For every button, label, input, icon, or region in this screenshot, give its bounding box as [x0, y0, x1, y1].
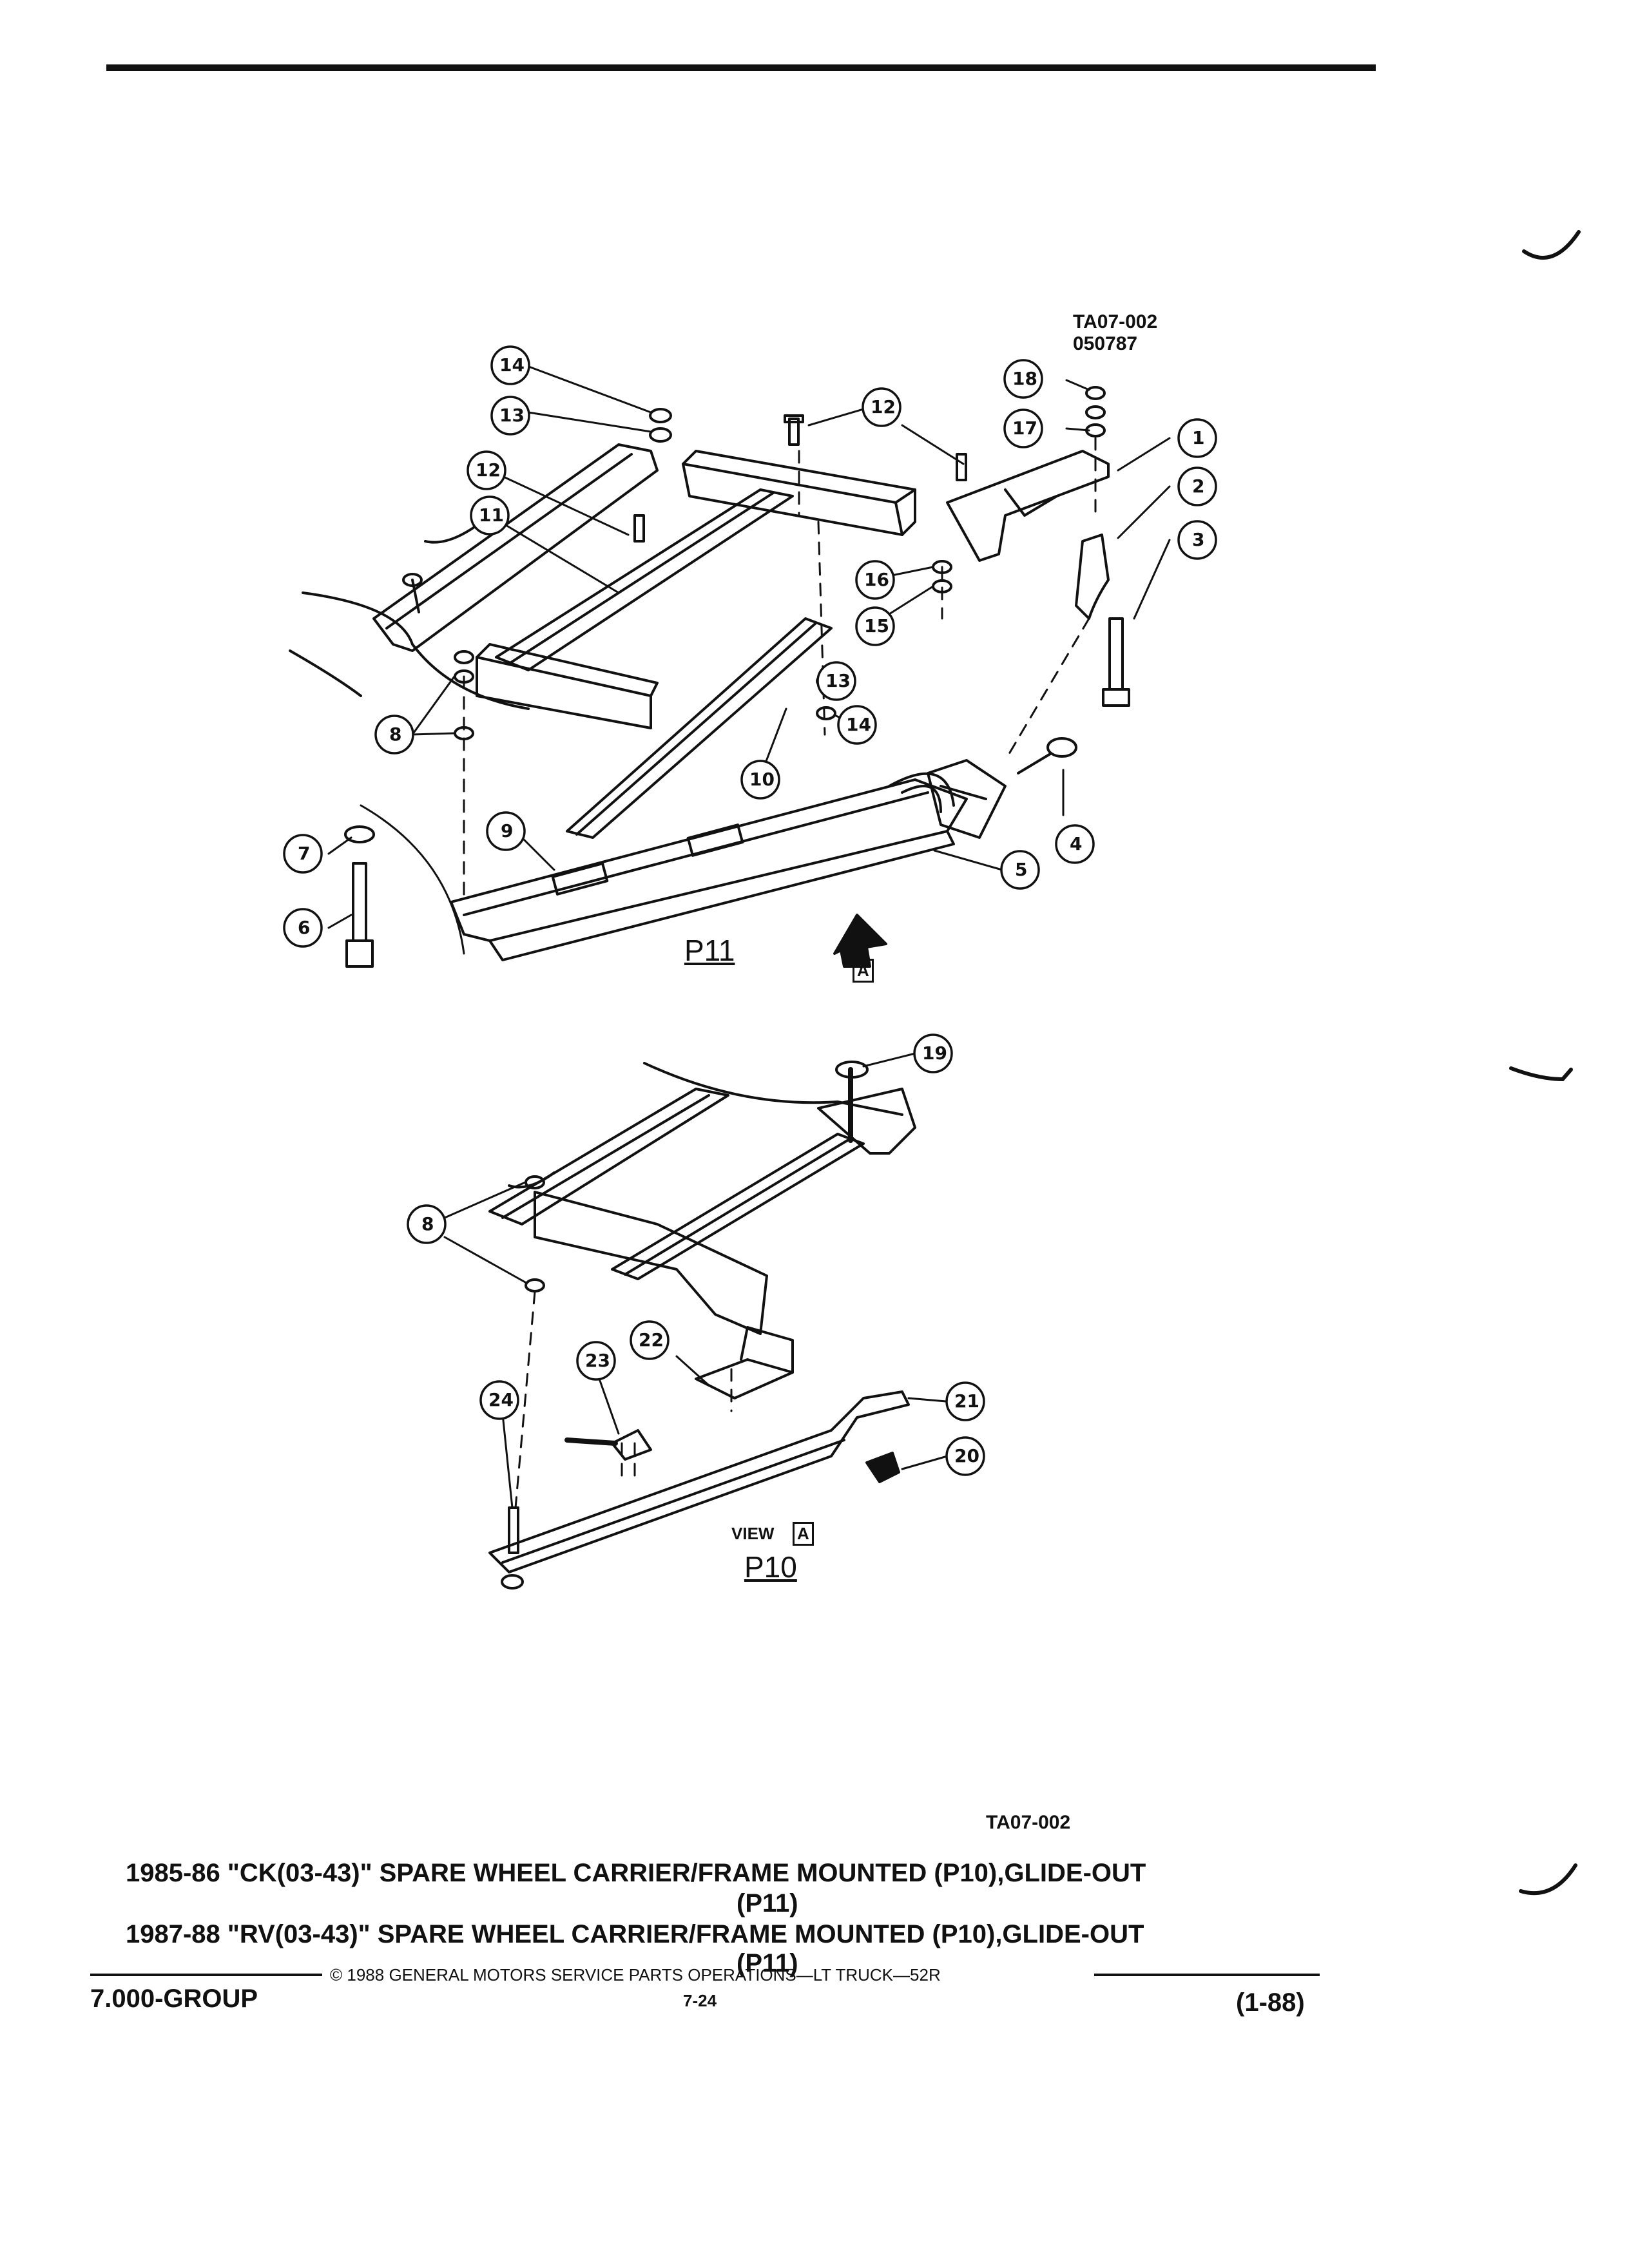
page-number: 7-24: [683, 1991, 717, 2010]
lower-crossmember: [476, 656, 652, 729]
callout-18: 18: [1012, 368, 1037, 389]
callout-13-upper: 13: [499, 405, 525, 426]
callout-19: 19: [922, 1043, 947, 1064]
callout-23: 23: [585, 1350, 610, 1371]
callout-10: 10: [749, 769, 775, 790]
p10-floor-outline: [643, 1062, 903, 1116]
callout-17: 17: [1012, 418, 1037, 439]
caption-line-2b: (P11): [737, 1949, 798, 1977]
callout-21: 21: [954, 1390, 979, 1412]
callout-5: 5: [1015, 859, 1028, 880]
caption-line-1: 1985-86 "CK(03-43)" SPARE WHEEL CARRIER/…: [126, 1859, 1146, 1887]
callout-3: 3: [1192, 529, 1205, 550]
callout-14-lower: 14: [846, 714, 871, 735]
figure-code-top: TA07-002: [1073, 311, 1158, 332]
view-arrow: [833, 914, 887, 968]
callout-12-left: 12: [476, 459, 501, 481]
caption-line-1b: (P11): [737, 1889, 798, 1917]
view-label-p10: P10: [744, 1550, 797, 1584]
view-label-p11: P11: [684, 934, 735, 967]
copyright-text: © 1988 GENERAL MOTORS SERVICE PARTS OPER…: [330, 1965, 941, 1984]
figure-date: 050787: [1073, 333, 1138, 354]
callout-13-lower: 13: [825, 670, 851, 691]
callout-11: 11: [479, 505, 504, 526]
callout-2: 2: [1192, 476, 1205, 497]
right-rail-10: [566, 617, 833, 839]
group-label: 7.000-GROUP: [90, 1984, 258, 2013]
hinge-bracket: [927, 759, 1007, 839]
p10-crossmember: [817, 1088, 916, 1155]
p10-right-rail: [611, 1133, 865, 1280]
top-rule: [106, 64, 1376, 71]
callout-20: 20: [954, 1445, 979, 1466]
carrier-bar-21: [488, 1390, 910, 1573]
callout-7: 7: [298, 843, 311, 864]
callout-8-lower: 8: [421, 1213, 434, 1235]
callout-1: 1: [1192, 427, 1205, 448]
view-word: VIEW: [731, 1524, 775, 1543]
callout-9: 9: [501, 820, 514, 841]
p10-left-rail: [488, 1088, 729, 1225]
knob-20: [865, 1452, 900, 1483]
arrow-ref-label: A: [853, 959, 874, 983]
date-code: (1-88): [1236, 1988, 1305, 2017]
callout-4: 4: [1070, 833, 1083, 854]
figure-code-bottom: TA07-002: [986, 1812, 1071, 1833]
p10-lower-panel: [534, 1191, 768, 1335]
callout-14-upper: 14: [499, 354, 525, 376]
footer-rule-left: [90, 1974, 322, 1976]
view-letter: A: [793, 1522, 814, 1546]
callout-16: 16: [864, 569, 889, 590]
callout-6: 6: [298, 917, 311, 938]
callout-24: 24: [488, 1389, 514, 1410]
callout-12-right: 12: [871, 396, 896, 418]
footer-rule-right: [1094, 1974, 1320, 1976]
left-frame-rail: [372, 443, 659, 652]
callout-22: 22: [639, 1329, 664, 1350]
callout-15: 15: [864, 615, 889, 637]
caption-line-2: 1987-88 "RV(03-43)" SPARE WHEEL CARRIER/…: [126, 1920, 1144, 1948]
plate-23: [611, 1429, 652, 1461]
callout-8-upper: 8: [389, 724, 402, 745]
